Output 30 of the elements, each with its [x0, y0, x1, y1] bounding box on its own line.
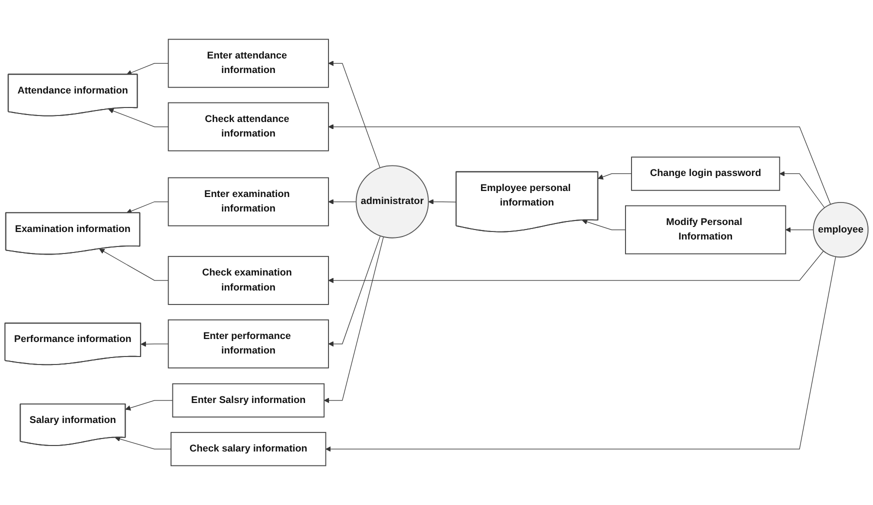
node-circle: employee	[812, 202, 869, 258]
arrow	[114, 436, 172, 450]
node-box: Change login password	[631, 156, 780, 191]
node-box: Enter examination information	[168, 177, 329, 226]
arrow	[598, 173, 632, 180]
arrow	[326, 256, 836, 452]
arrow	[126, 63, 169, 76]
node-box: Enter Salsry information	[172, 383, 325, 418]
arrow	[99, 248, 169, 281]
node-box: Check attendance information	[168, 102, 329, 152]
node-box: Enter performance information	[168, 319, 329, 368]
arrow	[328, 236, 381, 347]
arrow	[328, 124, 831, 205]
arrow	[785, 227, 814, 232]
node-circle: administrator	[356, 165, 429, 238]
arrow	[779, 171, 825, 208]
node-box: Modify Personal Information	[625, 205, 786, 254]
arrow	[125, 400, 173, 411]
arrow	[108, 108, 169, 128]
arrow	[328, 199, 356, 204]
node-box: Check examination information	[168, 256, 329, 305]
arrow	[328, 60, 380, 168]
arrow	[582, 219, 626, 230]
node-box: Check salary information	[170, 432, 326, 466]
arrow	[126, 201, 169, 214]
arrow	[428, 199, 457, 204]
node-box: Enter attendance information	[168, 38, 329, 88]
arrow	[324, 236, 384, 404]
arrow	[140, 341, 169, 347]
arrow	[328, 250, 824, 284]
